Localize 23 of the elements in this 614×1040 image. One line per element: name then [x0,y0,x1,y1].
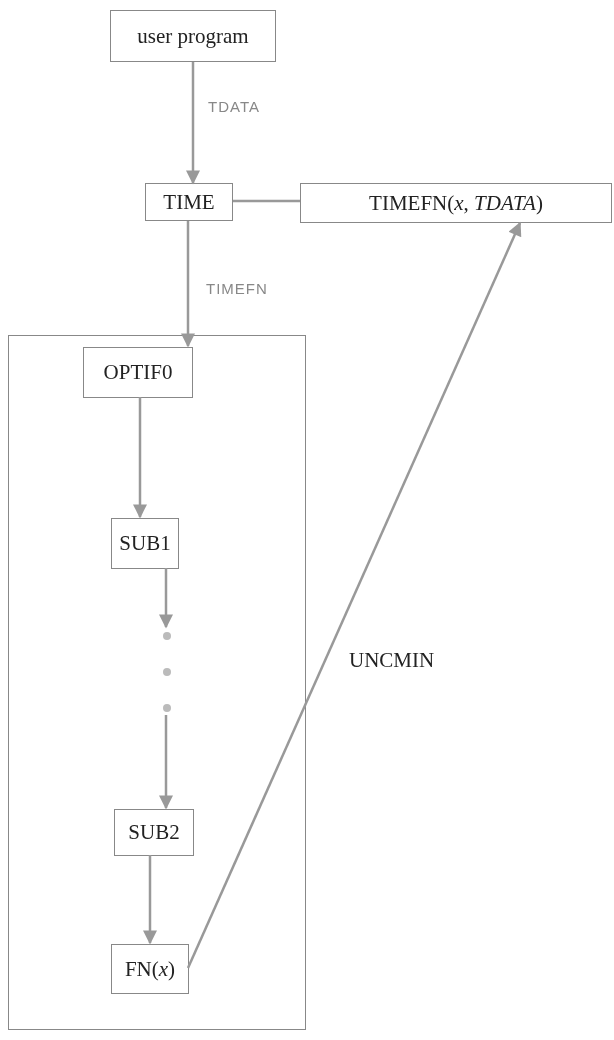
box-label: SUB1 [119,531,171,556]
arrow [159,568,173,629]
process-box [300,183,612,223]
box-label: TIME [163,189,215,215]
arrow [159,715,173,810]
arrow [186,221,522,969]
box-label: FN(x) [124,956,176,982]
process-box [111,944,189,994]
process-box [111,518,179,569]
process-box [145,183,233,221]
box-label: user program [137,23,249,49]
group-label: UNCMIN [349,648,435,673]
box-label: OPTIF0 [103,360,173,385]
arrow [143,855,157,945]
box-label: TIMEFN(x, TDATA) [369,190,543,216]
process-box [83,347,193,398]
process-box [114,809,194,856]
arrow [186,62,200,185]
arrow [181,221,195,348]
process-box [110,10,276,62]
arrow [133,397,147,519]
connector-line [233,199,300,203]
box-label: SUB2 [128,820,180,845]
